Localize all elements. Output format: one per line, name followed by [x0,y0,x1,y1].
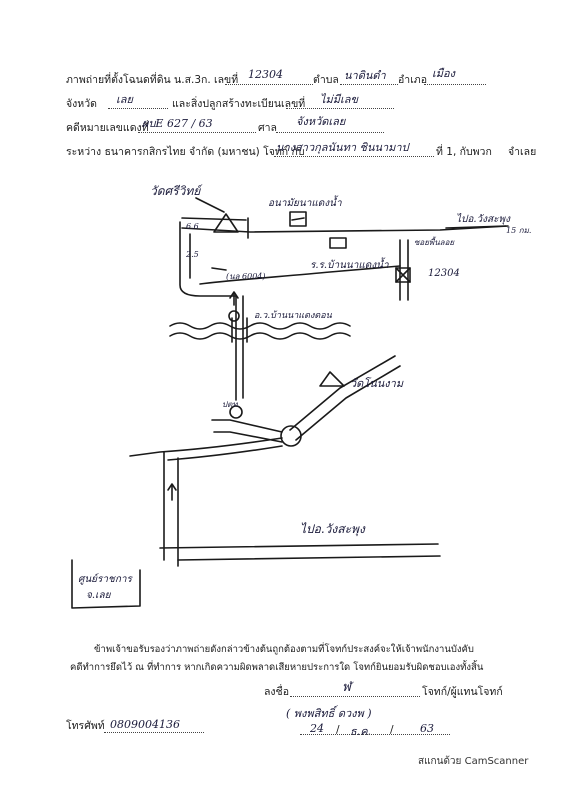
certification-line1: ข้าพเจ้าขอรับรองว่าภาพถ่ายดังกล่าวข้างต้… [94,644,474,655]
phone-value: 0809004136 [110,718,180,731]
tag-25: 2.5 [186,250,199,259]
date-year: 63 [420,722,434,735]
ptt-label: ปตท. [222,400,241,409]
sign-label: ลงชื่อ [264,686,289,698]
signature-mark: ฬ [342,680,351,695]
court-value: จังหวัดเลย [296,115,346,128]
diagonal-road [289,355,396,431]
tambon-label: ตำบล [313,74,339,86]
deed-number: 12304 [248,68,283,81]
health-station-label: อนามัยนาแดงน้ำ [268,198,342,209]
building-value: ไม่มีเลข [320,93,359,106]
deed-label: ภาพถ่ายที่ตั้งโฉนดที่ดิน น.ส.3ก. เลขที่ [66,74,239,86]
case-value: ผบE 627 / 63 [142,117,213,130]
school-label: ร.ร.บ้านนาแดงน้ำ [310,260,389,271]
to-wang-label: ไปอ.วังสะพุง [300,522,365,536]
case-label: คดีหมายเลขแดงที่ [66,122,149,134]
amphoe-value: เมือง [432,67,455,80]
defendant-role: จำเลย [508,146,537,158]
date-day: 24 [310,722,324,735]
village-label: อ.ว.บ้านนาแดงดอน [254,311,332,321]
km-label: 15 กม. [506,226,532,235]
center-label: ศูนย์ราชการ [78,574,132,585]
signer-name: ( พงพสิทธิ์ ดวงพ ) [286,707,372,720]
signature-role: โจทก์/ผู้แทนโจทก์ [422,686,503,698]
date-month: ธ.ค. [350,725,372,738]
province-label: จังหวัด [66,98,97,110]
lot-label: ซอยพื้นลอย [414,238,455,247]
certification-line2: คดีทำการยึดไว้ ณ ที่ทำการ หากเกิดความผิด… [70,662,484,673]
court-label: ศาล [258,122,277,134]
tambon-value: นาดินดำ [344,69,386,82]
amphoe-label: อำเภอ [398,74,428,86]
scanner-watermark: สแกนด้วย CamScanner [418,756,529,767]
temple-right-label: วัดโนนงาม [350,377,404,390]
dist-label: 6.6 [186,222,199,231]
building-label: และสิ่งปลูกสร้างทะเบียนเลขที่ [172,98,306,110]
parties-suffix: ที่ 1, กับพวก [436,146,492,158]
parties-prefix: ระหว่าง ธนาคารกสิกรไทย จำกัด (มหาชน) โจท… [66,146,305,158]
defendant-value: นางสาวกุลนันทา ชินนามาป [276,141,409,154]
left-road [179,221,237,297]
temple-top-label: วัดศรีวิทย์ [150,184,201,198]
province-value: เลย [116,93,133,106]
center-label-2: จ.เลย [86,590,111,601]
to-khon-label: ไปอ.วังสะพุง [456,214,511,225]
phone-label: โทรศัพท์ [66,720,105,732]
plot-label: 12304 [428,268,460,279]
road-tag: (นล 6004) [226,272,266,281]
